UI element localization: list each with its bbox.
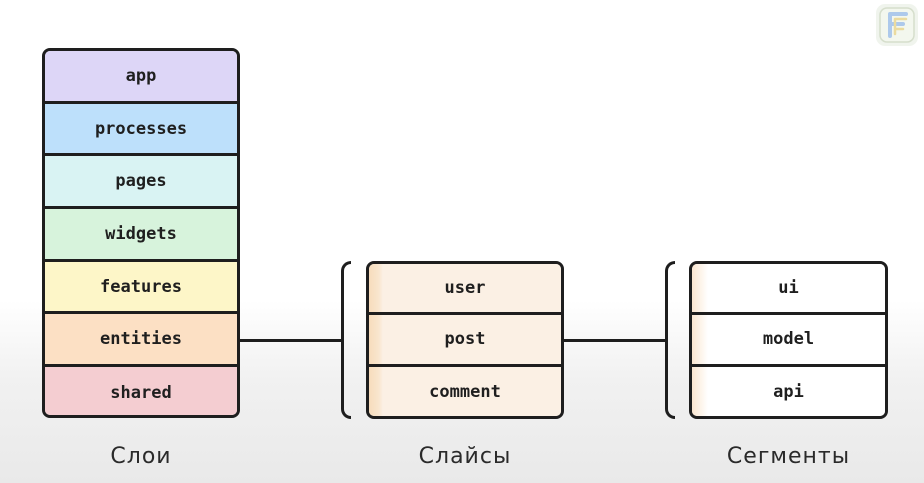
slice-post: post bbox=[369, 315, 561, 367]
layers-stack: app processes pages widgets features ent… bbox=[42, 48, 240, 418]
layer-processes: processes bbox=[45, 103, 237, 157]
segment-api: api bbox=[692, 366, 885, 416]
layer-features: features bbox=[45, 261, 237, 315]
segment-ui: ui bbox=[692, 264, 885, 316]
segment-model: model bbox=[692, 315, 885, 367]
slices-stack: user post comment bbox=[366, 261, 564, 419]
segments-bracket bbox=[665, 261, 675, 419]
slice-user: user bbox=[369, 264, 561, 316]
slices-caption: Слайсы bbox=[418, 444, 512, 469]
segments-caption: Сегменты bbox=[726, 444, 851, 469]
connector-slices-segments bbox=[564, 339, 666, 342]
layer-pages: pages bbox=[45, 156, 237, 210]
connector-layers-slices bbox=[240, 339, 342, 342]
layers-caption: Слои bbox=[110, 444, 172, 469]
layer-widgets: widgets bbox=[45, 209, 237, 262]
layer-entities: entities bbox=[45, 314, 237, 368]
layer-app: app bbox=[45, 51, 237, 104]
layer-shared: shared bbox=[45, 367, 237, 415]
slices-bracket bbox=[341, 261, 351, 419]
segments-stack: ui model api bbox=[689, 261, 888, 419]
fsd-logo-icon bbox=[876, 4, 918, 46]
slice-comment: comment bbox=[369, 366, 561, 416]
